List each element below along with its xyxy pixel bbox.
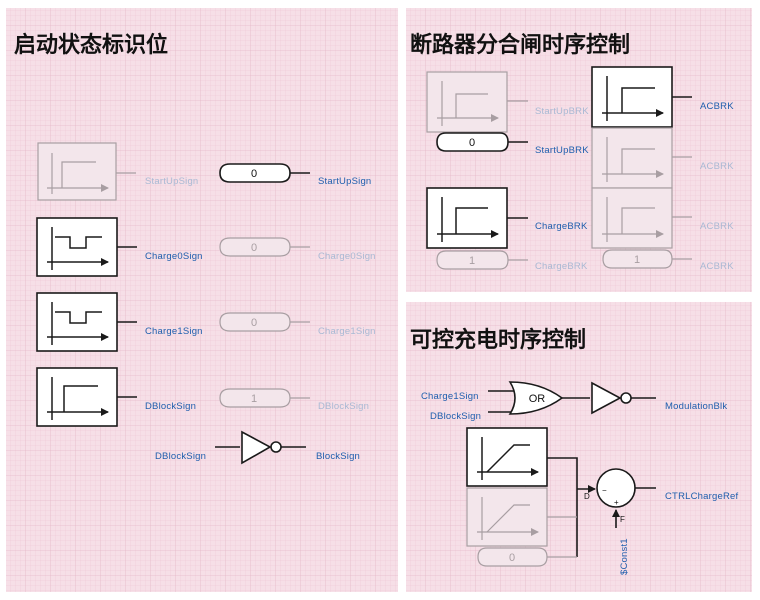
label-acbrk-dim-1: ACBRK <box>700 161 734 172</box>
charge-const-zero-value: 0 <box>509 552 515 564</box>
label-startup-sign-dim: StartUpSign <box>145 176 198 187</box>
charge-ramp-block[interactable] <box>466 427 548 487</box>
label-dblock-sign-dim: DBlockSign <box>318 401 369 412</box>
summing-junction-icon[interactable]: − + <box>596 468 636 508</box>
charge0-pulse-block[interactable] <box>36 217 118 277</box>
charge-ramp-block-dim[interactable] <box>466 487 548 547</box>
step-waveform-icon <box>47 153 109 194</box>
or-gate-label: OR <box>529 393 546 405</box>
label-charge0-sign-dim: Charge0Sign <box>318 251 376 262</box>
sum-minus: − <box>602 486 607 495</box>
panel-title-charge: 可控充电时序控制 <box>410 327 586 353</box>
breaker-startup-step-dim[interactable] <box>426 71 508 133</box>
label-ctrl-charge-ref: CTRLChargeRef <box>665 491 739 502</box>
label-acbrk: ACBRK <box>700 101 734 112</box>
startup-step-block[interactable] <box>37 142 117 201</box>
step-waveform-icon <box>602 137 664 182</box>
label-startup-brk-dim: StartUpBRK <box>535 106 589 117</box>
port-d-label: D <box>584 492 590 501</box>
breaker-charge-step[interactable] <box>426 187 508 249</box>
step-waveform-icon <box>437 81 499 126</box>
const-startup-sign[interactable]: 0 <box>219 163 291 183</box>
label-acbrk-dim-2: ACBRK <box>700 221 734 232</box>
label-dblock-sign: DBlockSign <box>145 401 196 412</box>
label-charge1-sign-dim: Charge1Sign <box>318 326 376 337</box>
label-const1: $Const1 <box>619 538 630 575</box>
not-gate-icon[interactable] <box>591 381 632 415</box>
charge1-pulse-block[interactable] <box>36 292 118 352</box>
panel-title-startup: 启动状态标识位 <box>14 32 168 58</box>
or-gate-icon[interactable]: OR <box>508 381 564 415</box>
label-charge1-sign-or-input: Charge1Sign <box>421 391 479 402</box>
label-dblock-sign-or-input: DBlockSign <box>430 411 481 422</box>
label-acbrk-dim-3: ACBRK <box>700 261 734 272</box>
charge-const-zero-dim[interactable]: 0 <box>477 547 548 567</box>
breaker-acbrk-step-dim-1[interactable] <box>591 127 673 189</box>
panel-startup <box>6 8 398 592</box>
dblock-step-block[interactable] <box>36 367 118 427</box>
label-charge-brk: ChargeBRK <box>535 221 588 232</box>
breaker-const-charge-value: 1 <box>469 255 475 267</box>
breaker-const-charge-dim[interactable]: 1 <box>436 250 509 270</box>
step-waveform-icon <box>47 377 109 420</box>
port-f-label: F <box>620 515 625 524</box>
label-startup-sign: StartUpSign <box>318 176 371 187</box>
ramp-waveform-icon <box>477 497 539 540</box>
step-waveform-icon <box>602 76 664 121</box>
breaker-acbrk-step-dim-2[interactable] <box>591 187 673 249</box>
label-modulation-blk: ModulationBlk <box>665 401 727 412</box>
pulse-dip-waveform-icon <box>47 302 109 345</box>
const-startup-value: 0 <box>251 168 257 180</box>
label-charge-brk-dim: ChargeBRK <box>535 261 588 272</box>
const-dblock-dim[interactable]: 1 <box>219 388 291 408</box>
label-charge0-sign: Charge0Sign <box>145 251 203 262</box>
breaker-acbrk-step[interactable] <box>591 66 673 128</box>
label-dblock-sign-input: DBlockSign <box>155 451 206 462</box>
ramp-waveform-icon <box>477 437 539 480</box>
panel-title-breaker: 断路器分合闸时序控制 <box>410 32 630 58</box>
label-startup-brk: StartUpBRK <box>535 145 589 156</box>
const-charge1-dim[interactable]: 0 <box>219 312 291 332</box>
pulse-dip-waveform-icon <box>47 227 109 270</box>
const-dblock-value: 1 <box>251 393 257 405</box>
breaker-const-ac-value: 1 <box>634 254 640 266</box>
breaker-const-startup-value: 0 <box>469 137 475 149</box>
step-waveform-icon <box>602 197 664 242</box>
const-charge0-dim[interactable]: 0 <box>219 237 291 257</box>
label-block-sign: BlockSign <box>316 451 360 462</box>
sum-plus: + <box>614 498 619 507</box>
breaker-const-ac-dim[interactable]: 1 <box>602 249 673 269</box>
label-charge1-sign: Charge1Sign <box>145 326 203 337</box>
breaker-const-startup[interactable]: 0 <box>436 132 509 152</box>
panel-charge <box>406 302 752 592</box>
const-charge0-value: 0 <box>251 242 257 254</box>
not-gate-icon[interactable] <box>241 430 282 465</box>
const-charge1-value: 0 <box>251 317 257 329</box>
step-waveform-icon <box>437 197 499 242</box>
